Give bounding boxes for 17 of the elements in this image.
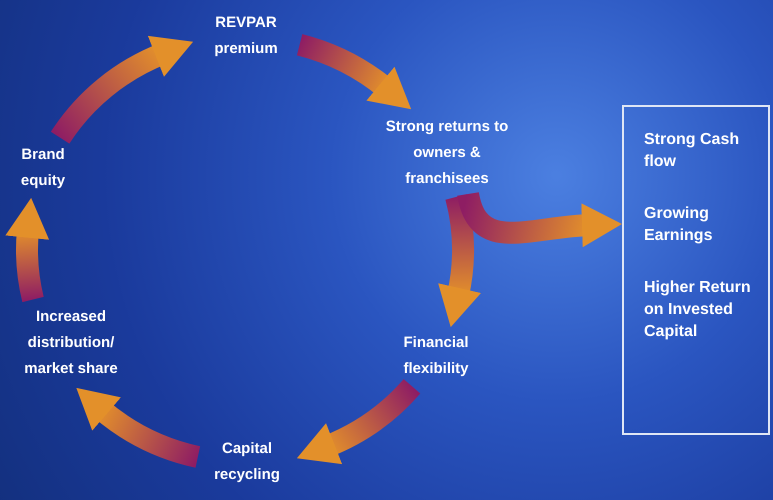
arrow	[296, 34, 412, 108]
arrow	[75, 389, 201, 468]
outcome-box	[622, 105, 770, 435]
arrow	[457, 191, 622, 248]
arrow	[6, 198, 50, 302]
arrow	[437, 194, 481, 328]
outcome-text: Higher Return on Invested Capital	[644, 278, 752, 342]
cycle-label: Capital recycling	[213, 439, 281, 485]
cycle-label: Brand equity	[20, 145, 66, 191]
cycle-label: Financial flexibility	[402, 333, 470, 379]
arrow	[51, 36, 192, 144]
cycle-label: Increased distribution/ market share	[23, 307, 119, 379]
outcome-text: Strong Cash flow	[644, 130, 740, 172]
arrow	[298, 378, 420, 464]
cycle-label: Strong returns to owners & franchisees	[384, 117, 510, 189]
cycle-label: REVPAR premium	[213, 13, 279, 59]
outcome-text: Growing Earnings	[644, 204, 714, 246]
